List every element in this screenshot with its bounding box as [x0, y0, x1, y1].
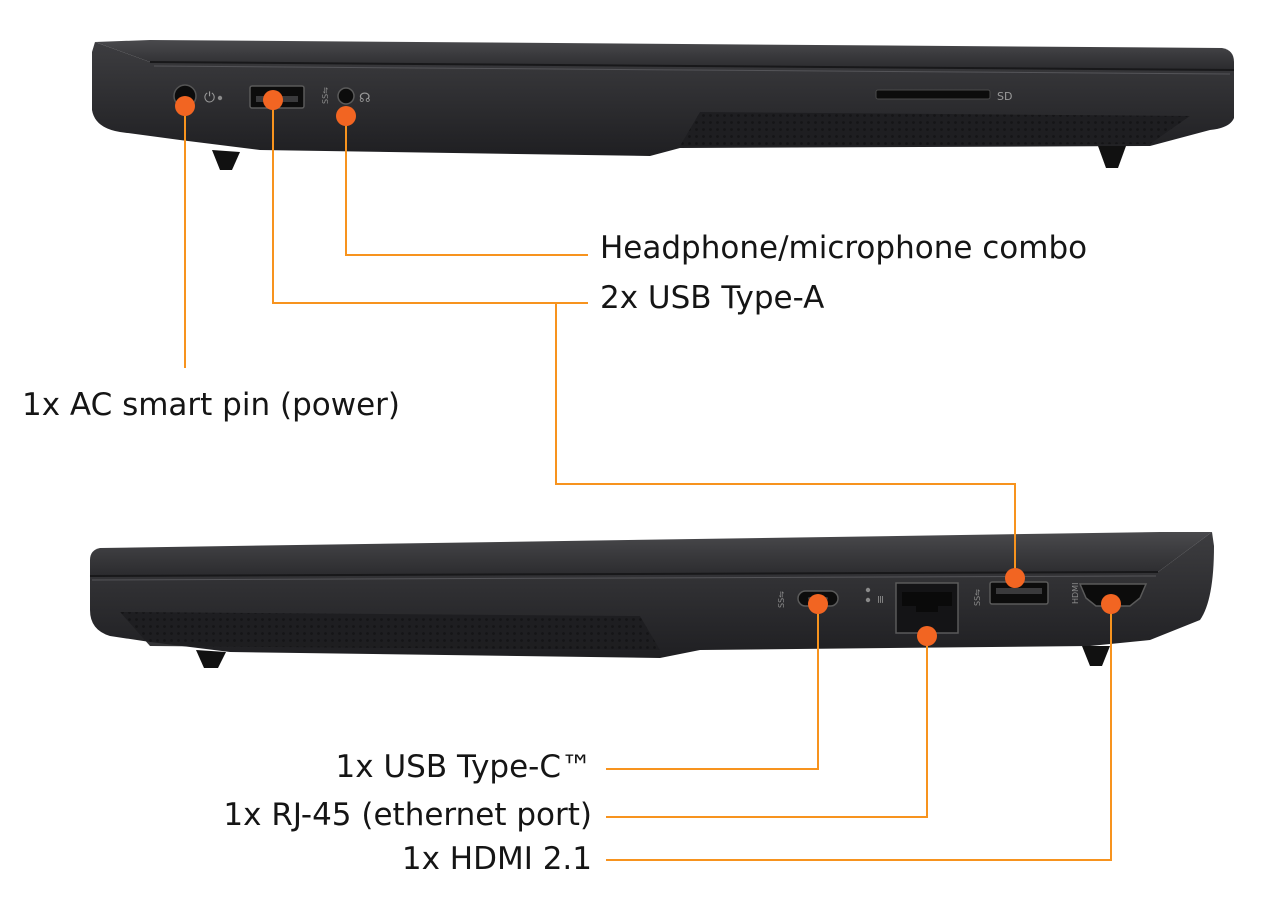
marker-dot-ac-pin: [175, 96, 195, 116]
callout-line-hdmi: [606, 604, 1112, 861]
callout-label-rj45: 1x RJ-45 (ethernet port): [223, 797, 592, 833]
rubber-foot: [212, 150, 240, 170]
marker-dot-usb-a-right: [1005, 568, 1025, 588]
power-plug-icon: ⏻: [204, 90, 215, 106]
speaker-grille: [120, 612, 660, 650]
marker-dot-usb-c: [808, 594, 828, 614]
callout-line-usb-a-right: [555, 303, 1016, 578]
laptop-lid: [90, 532, 1212, 576]
laptop-right-side: SS⇋ ≡ SS⇋ HDMI: [89, 532, 1214, 668]
headset-icon: ☊: [359, 91, 371, 106]
rubber-foot: [196, 650, 226, 668]
callout-line-rj45: [606, 636, 928, 818]
marker-dot-rj45: [917, 626, 937, 646]
laptop-left-side: ⏻ SS⇋ ☊ SD: [92, 40, 1235, 170]
callout-line-usb-a: [272, 100, 588, 304]
speaker-grille: [680, 112, 1190, 146]
callout-label-hdmi: 1x HDMI 2.1: [401, 841, 592, 877]
sd-slot-label: SD: [997, 90, 1012, 103]
callout-line-usb-c: [606, 600, 819, 770]
marker-dots: [175, 90, 1121, 646]
marker-dot-usb-a: [263, 90, 283, 110]
rubber-foot: [1098, 146, 1126, 168]
marker-dot-hdmi: [1101, 594, 1121, 614]
marker-dot-headphone: [336, 106, 356, 126]
usb-c-data-icon: SS⇋: [777, 591, 786, 608]
callout-label-usb-a: 2x USB Type-A: [600, 280, 825, 316]
status-led: [865, 597, 871, 603]
charging-led: [217, 95, 223, 101]
callout-label-ac-pin: 1x AC smart pin (power): [22, 387, 400, 423]
laptop-lid: [95, 40, 1234, 70]
rubber-foot: [1082, 646, 1110, 666]
callout-lines: [184, 100, 1112, 861]
network-icon: ≡: [874, 595, 887, 604]
sd-card-slot: [875, 89, 991, 100]
callout-label-headphone: Headphone/microphone combo: [600, 230, 1088, 266]
usb-superspeed-icon: SS⇋: [321, 87, 330, 104]
callout-line-headphone: [345, 116, 588, 256]
usb-superspeed-icon: SS⇋: [973, 589, 982, 606]
callout-label-usb-c: 1x USB Type-C™: [335, 749, 592, 785]
audio-jack-port: [337, 87, 355, 105]
hdmi-icon: HDMI: [1071, 583, 1080, 604]
status-led: [865, 587, 871, 593]
